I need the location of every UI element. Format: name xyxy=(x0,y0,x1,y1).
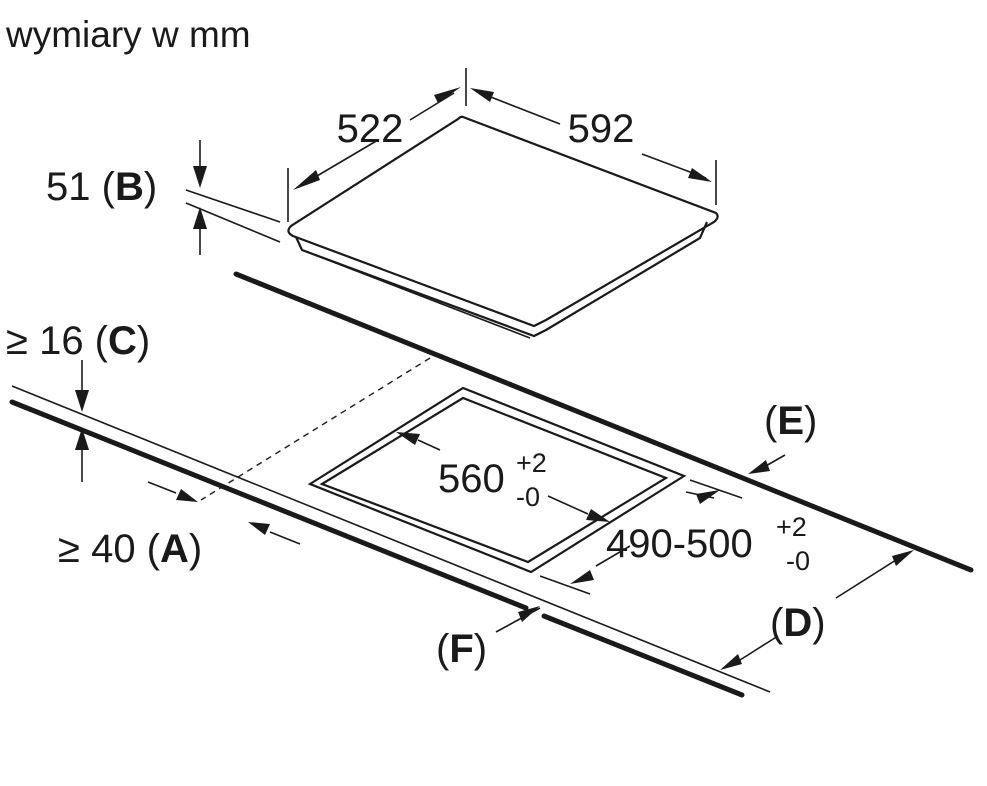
dim-40-label: ≥ 40 (A) xyxy=(58,527,202,571)
dim-16-C: ≥ 16 (C) xyxy=(6,319,150,482)
dim-51-value: 51 xyxy=(46,165,91,209)
dim-16-prefix: ≥ 16 xyxy=(6,319,84,363)
dim-522-label: 522 xyxy=(337,107,404,151)
dim-560-label: 560 xyxy=(438,457,505,501)
dim-40-letter: A xyxy=(160,527,189,571)
hob xyxy=(287,115,719,339)
dim-40-prefix: ≥ 40 xyxy=(58,527,136,571)
marker-E: (E) xyxy=(748,399,817,474)
marker-F-letter: F xyxy=(449,627,473,671)
dim-16-label: ≥ 16 (C) xyxy=(6,319,150,363)
dim-560-tol-plus: +2 xyxy=(516,448,547,478)
dim-51-B: 51 (B) xyxy=(46,140,281,255)
dim-490-500: 490-500 +2 -0 xyxy=(539,479,810,595)
marker-D-label: (D) xyxy=(770,601,826,645)
dim-490-500-tol-minus: -0 xyxy=(786,546,810,576)
dim-40-A: ≥ 40 (A) xyxy=(58,481,301,571)
dim-560: 560 +2 -0 xyxy=(396,432,610,522)
units-title: wymiary w mm xyxy=(5,14,251,55)
dim-592: 592 xyxy=(470,88,717,205)
dim-490-500-label: 490-500 xyxy=(606,522,753,566)
dim-490-500-tol-plus: +2 xyxy=(776,512,807,542)
marker-D: (D) xyxy=(720,550,914,670)
dim-51-letter: B xyxy=(115,165,144,209)
dim-592-label: 592 xyxy=(568,107,635,151)
marker-F: (F) xyxy=(436,606,541,671)
dim-522: 522 xyxy=(287,68,467,222)
marker-D-letter: D xyxy=(783,601,812,645)
dim-560-value: 560 xyxy=(438,457,505,501)
marker-F-label: (F) xyxy=(436,627,487,671)
marker-E-letter: E xyxy=(777,399,804,443)
dim-560-tol-minus: -0 xyxy=(516,482,540,512)
dim-51-label: 51 (B) xyxy=(46,165,157,209)
worktop-lines xyxy=(9,271,974,698)
dim-490-500-value: 490-500 xyxy=(606,522,753,566)
dim-16-letter: C xyxy=(108,319,137,363)
marker-E-label: (E) xyxy=(764,399,817,443)
cutout xyxy=(307,386,687,574)
